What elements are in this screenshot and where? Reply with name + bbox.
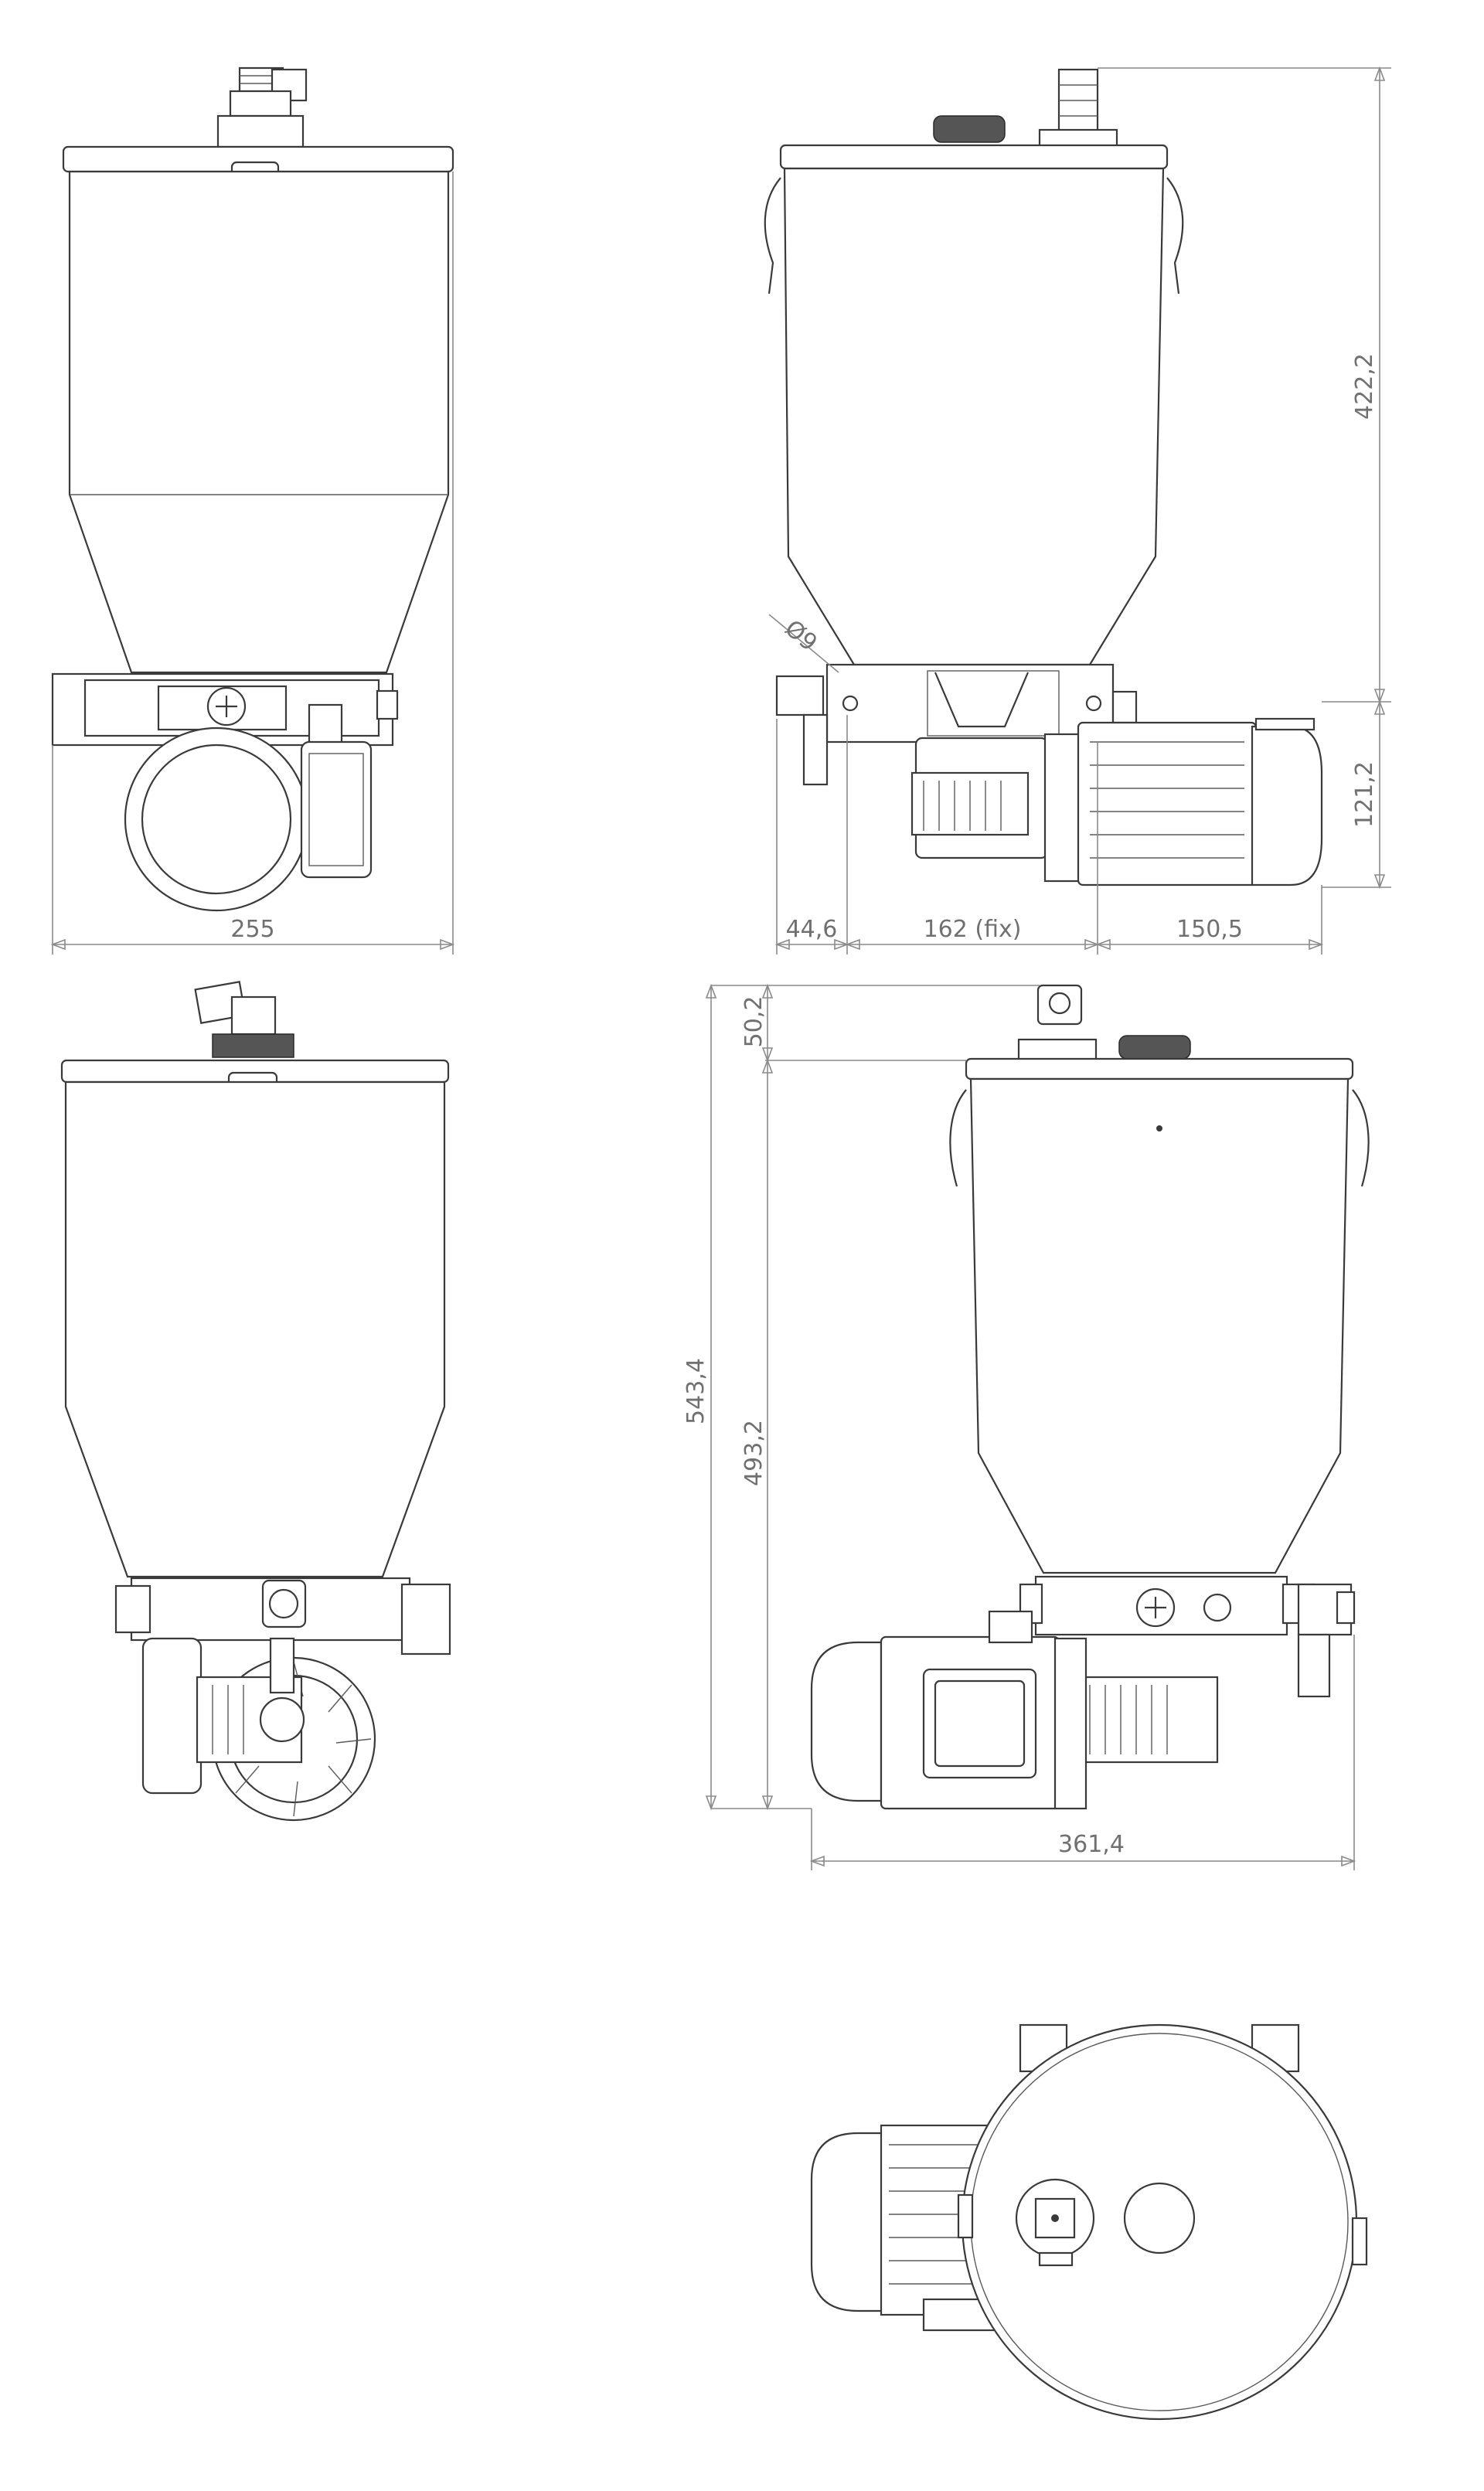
- dim-overall-width: 361,4: [1058, 1831, 1125, 1858]
- front-view: [51, 66, 454, 912]
- dim-reservoir-height: 422,2: [1351, 353, 1378, 420]
- dim-body-height: 493,2: [740, 1420, 768, 1486]
- dim-motor-length: 150,5: [1176, 916, 1243, 943]
- dimensions: 255 44,6 162 (fix) 150,5 422,2 121,2 Ø9 …: [50, 66, 1391, 1870]
- side-view-mirror: [810, 984, 1370, 1810]
- side-view: [764, 68, 1323, 886]
- top-view: [810, 2023, 1368, 2421]
- dim-offset-left: 44,6: [786, 916, 838, 943]
- dim-width-front: 255: [230, 916, 274, 943]
- dim-hole-diameter: Ø9: [780, 615, 822, 657]
- dim-fix-width: 162 (fix): [924, 916, 1022, 943]
- dim-total-height: 543,4: [682, 1358, 710, 1424]
- dim-top-offset: 50,2: [740, 996, 768, 1048]
- back-view: [60, 981, 451, 1822]
- dim-base-height: 121,2: [1351, 761, 1378, 828]
